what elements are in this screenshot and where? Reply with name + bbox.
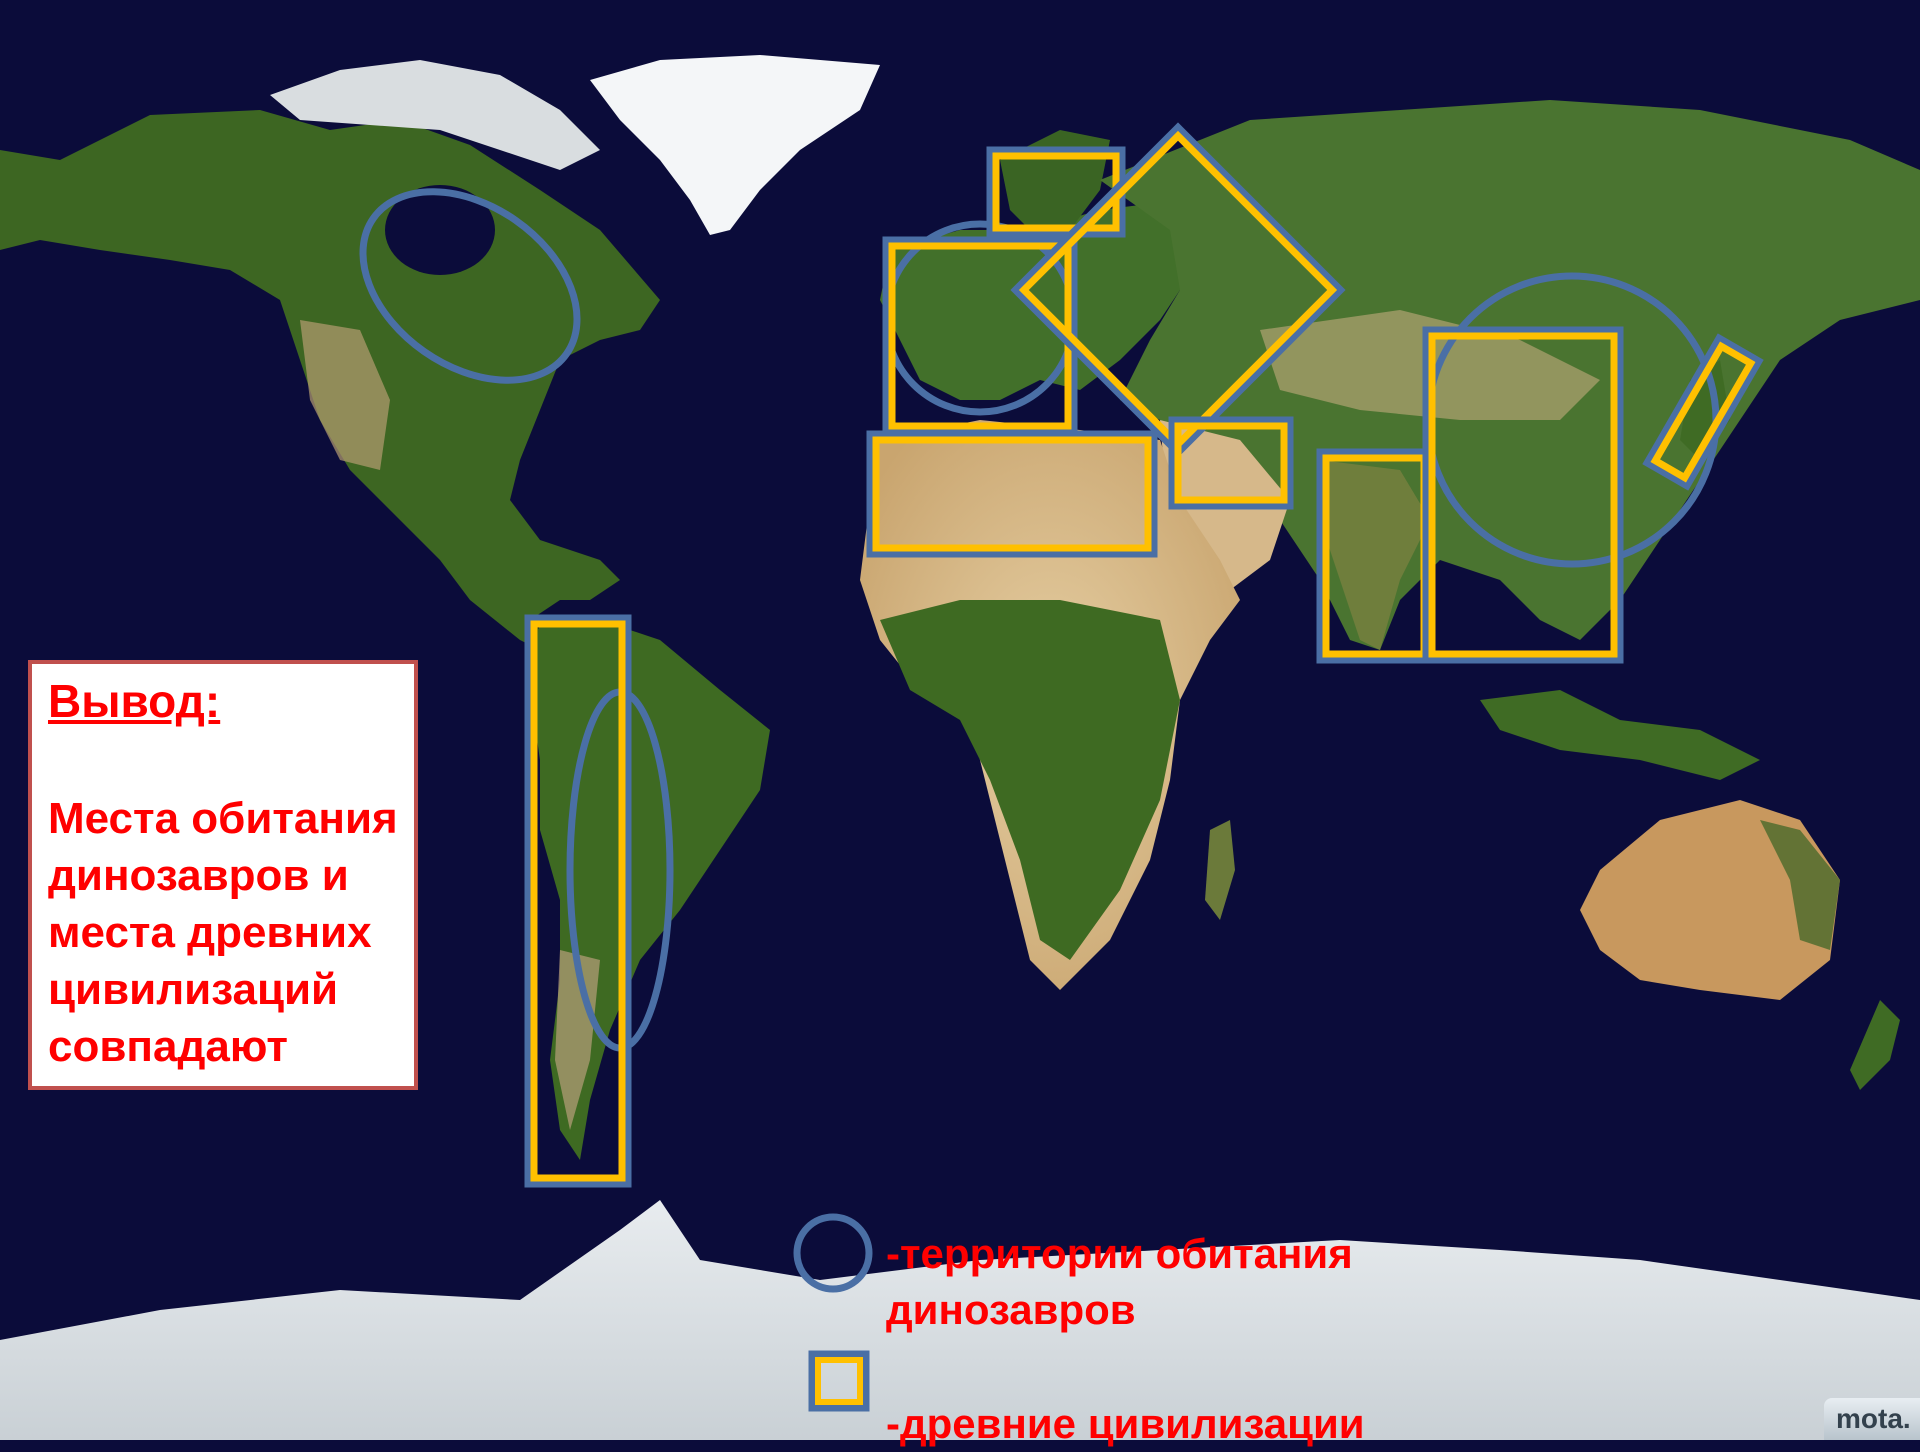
europe [880, 200, 1200, 400]
madagascar [1205, 820, 1235, 920]
arctic-islands [270, 60, 600, 170]
civ-north-africa [866, 430, 1158, 558]
western-desert [300, 320, 390, 470]
hudson-bay [385, 185, 495, 275]
dino-north-america [359, 188, 581, 384]
indonesia [1480, 690, 1760, 780]
watermark: mota. [1824, 1398, 1920, 1440]
antarctica [0, 1200, 1920, 1440]
legend-dinosaur-label: -территории обитания динозавров [886, 1230, 1353, 1333]
india [1320, 460, 1430, 650]
circle-outline-icon [793, 1213, 873, 1293]
civ-andes [524, 614, 632, 1188]
civ-eastern-europe [1010, 122, 1346, 458]
conclusion-title: Вывод: [48, 675, 221, 727]
australia-coast-green [1760, 820, 1840, 950]
greenland [590, 55, 880, 235]
square-outline-icon [808, 1350, 870, 1412]
legend-civilization-label: -древние цивилизации [886, 1400, 1365, 1447]
civ-japan [1642, 333, 1764, 491]
civ-mesopotamia [1168, 416, 1294, 510]
conclusion-text: Места обитания динозавров и места древни… [48, 794, 398, 1071]
central-africa-forest [880, 600, 1180, 960]
patagonia [555, 950, 600, 1130]
new-zealand [1850, 1000, 1900, 1090]
conclusion-box [28, 660, 418, 1090]
civ-china [1422, 326, 1624, 664]
